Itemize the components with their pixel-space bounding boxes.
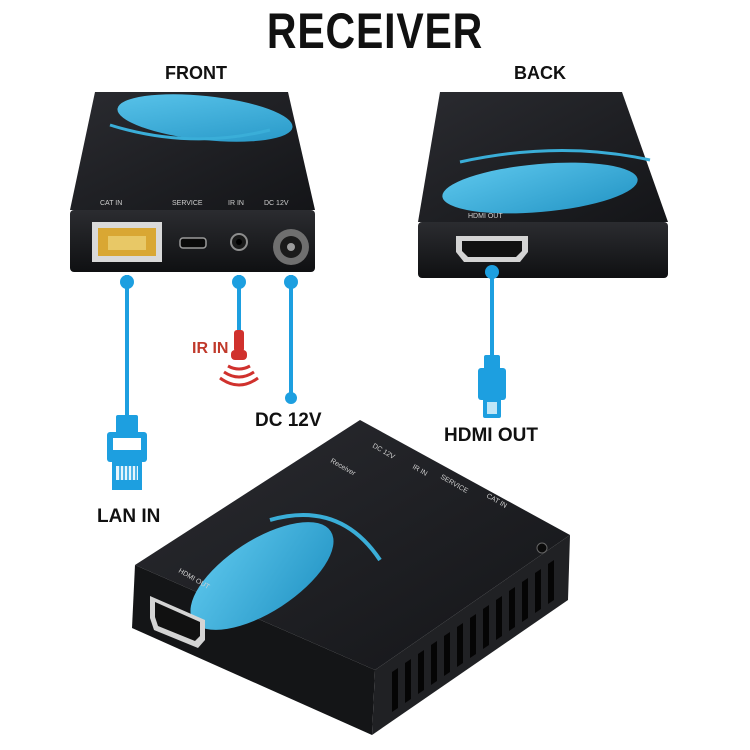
dc-cable xyxy=(284,275,298,404)
back-device-logo-oval xyxy=(442,162,638,214)
front-label-ir-in: IR IN xyxy=(228,200,244,207)
bottom-jack xyxy=(536,542,548,554)
rj45-plug-icon xyxy=(107,415,147,490)
ir-cable xyxy=(219,275,259,387)
back-device: HDMI OUT xyxy=(418,92,668,278)
bottom-device-swoosh xyxy=(269,513,382,562)
bottom-device: HDMI OUT Receiver DC 12V IR IN SERVICE C… xyxy=(132,420,570,735)
front-label-cat-in: CAT IN xyxy=(100,200,122,207)
back-device-face xyxy=(418,222,668,278)
ir-in-label: IR IN xyxy=(192,340,229,357)
dc-12v-label: DC 12V xyxy=(255,410,322,431)
front-label-service: SERVICE xyxy=(172,200,203,207)
service-port xyxy=(179,237,207,249)
front-device: CAT IN SERVICE IR IN DC 12V xyxy=(70,92,315,272)
back-device-swoosh xyxy=(459,149,651,164)
front-label-dc: DC 12V xyxy=(264,200,289,207)
vent-slots xyxy=(392,560,554,712)
front-device-logo-oval xyxy=(117,94,293,142)
ir-sensor-icon xyxy=(219,330,259,387)
hdmi-out-label: HDMI OUT xyxy=(444,425,538,446)
bottom-device-logo-oval xyxy=(190,522,334,630)
page-title: RECEIVER xyxy=(266,3,484,59)
lan-cable xyxy=(107,275,147,490)
rj45-port xyxy=(92,222,162,262)
dc-plug-icon xyxy=(285,392,297,404)
hdmi-plug-icon xyxy=(478,355,506,418)
back-label-hdmi-out: HDMI OUT xyxy=(468,213,503,220)
front-view-label: FRONT xyxy=(165,63,227,83)
front-device-swoosh xyxy=(109,123,271,141)
lan-in-label: LAN IN xyxy=(97,506,161,527)
back-view-label: BACK xyxy=(514,63,566,83)
hdmi-cable xyxy=(478,265,506,418)
